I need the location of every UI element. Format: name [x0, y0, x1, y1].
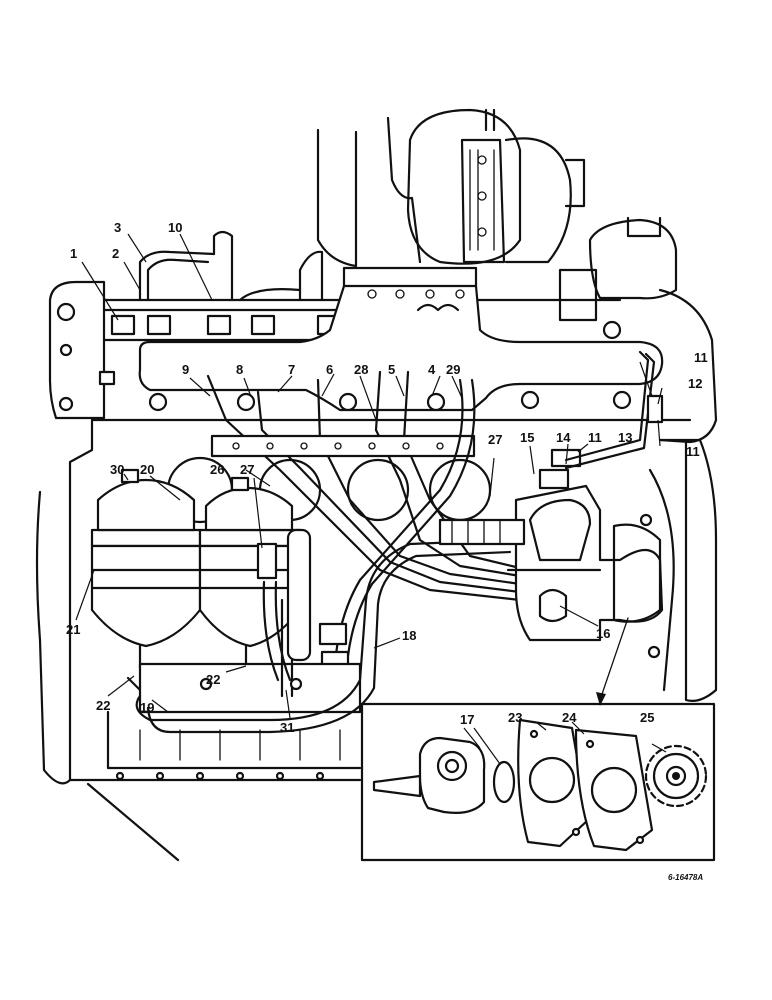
callout-5: 5 — [388, 362, 395, 377]
drawing-number: 6-16478A — [668, 873, 703, 882]
callout-22b: 22 — [206, 672, 220, 687]
callout-26: 26 — [210, 462, 224, 477]
callout-25: 25 — [640, 710, 654, 725]
callout-11c: 11 — [686, 444, 700, 459]
callout-3: 3 — [114, 220, 121, 235]
oil-pan — [106, 710, 362, 781]
engine-block — [35, 280, 718, 862]
callout-30: 30 — [110, 462, 124, 477]
callout-15: 15 — [520, 430, 534, 445]
inset-detail — [360, 702, 716, 862]
drive-gear — [644, 744, 708, 808]
callout-18: 18 — [402, 628, 416, 643]
callout-6: 6 — [326, 362, 333, 377]
callout-2: 2 — [112, 246, 119, 261]
callout-labels: 1 2 3 4 5 6 7 8 9 10 11 11 11 12 13 14 1… — [66, 220, 708, 735]
callout-19: 19 — [140, 700, 154, 715]
callout-14: 14 — [556, 430, 571, 445]
callout-28: 28 — [354, 362, 368, 377]
callout-23: 23 — [508, 710, 522, 725]
callout-1: 1 — [70, 246, 77, 261]
callout-7: 7 — [288, 362, 295, 377]
callout-27b: 27 — [488, 432, 502, 447]
callout-10: 10 — [168, 220, 182, 235]
filter-hoses — [135, 528, 512, 734]
callout-11b: 11 — [588, 430, 602, 445]
callout-22a: 22 — [96, 698, 110, 713]
callout-31: 31 — [280, 720, 294, 735]
rear-housing — [558, 216, 718, 444]
callout-11a: 11 — [694, 350, 708, 365]
callout-27a: 27 — [240, 462, 254, 477]
turbocharger — [316, 108, 586, 268]
callout-8: 8 — [236, 362, 243, 377]
callout-20: 20 — [140, 462, 154, 477]
leader-lines — [75, 233, 667, 765]
callout-4: 4 — [428, 362, 436, 377]
exhaust-manifold — [138, 266, 664, 412]
callout-12: 12 — [688, 376, 702, 391]
callout-24: 24 — [562, 710, 577, 725]
callout-17: 17 — [460, 712, 474, 727]
callout-21: 21 — [66, 622, 80, 637]
callout-16: 16 — [596, 626, 610, 641]
fuel-return-pipe — [318, 378, 476, 682]
callout-9: 9 — [182, 362, 189, 377]
callout-29: 29 — [446, 362, 460, 377]
callout-13: 13 — [618, 430, 632, 445]
